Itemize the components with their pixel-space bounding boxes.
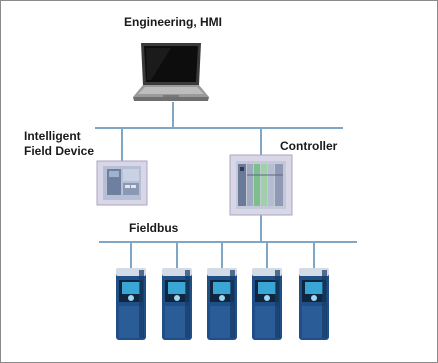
drive-drop-line	[130, 242, 132, 268]
drive-drop-line	[221, 242, 223, 268]
laptop-icon	[133, 43, 209, 101]
controller-label: Controller	[280, 139, 338, 153]
drive-icon	[207, 268, 237, 340]
drive-icon	[299, 268, 329, 340]
drive-icon	[252, 268, 282, 340]
drive-icon	[116, 268, 146, 340]
intelligent-field-device-label-1: Intelligent	[24, 129, 81, 143]
laptop-drop-line	[172, 102, 174, 128]
controller-drop-line	[260, 129, 262, 155]
intelligent-field-device-icon	[96, 160, 148, 206]
fieldbus-label: Fieldbus	[129, 221, 179, 235]
controller-fieldbus-line	[260, 215, 262, 242]
upper-network-bus	[95, 127, 343, 129]
drive-drop-line	[313, 242, 315, 268]
drive-drop-line	[266, 242, 268, 268]
drive-icon	[162, 268, 192, 340]
field-device-drop-line	[121, 129, 123, 161]
intelligent-field-device-label-2: Field Device	[24, 144, 95, 158]
drive-drop-line	[176, 242, 178, 268]
controller-icon	[229, 154, 293, 216]
fieldbus-line	[99, 241, 357, 243]
engineering-hmi-label: Engineering, HMI	[124, 15, 223, 29]
